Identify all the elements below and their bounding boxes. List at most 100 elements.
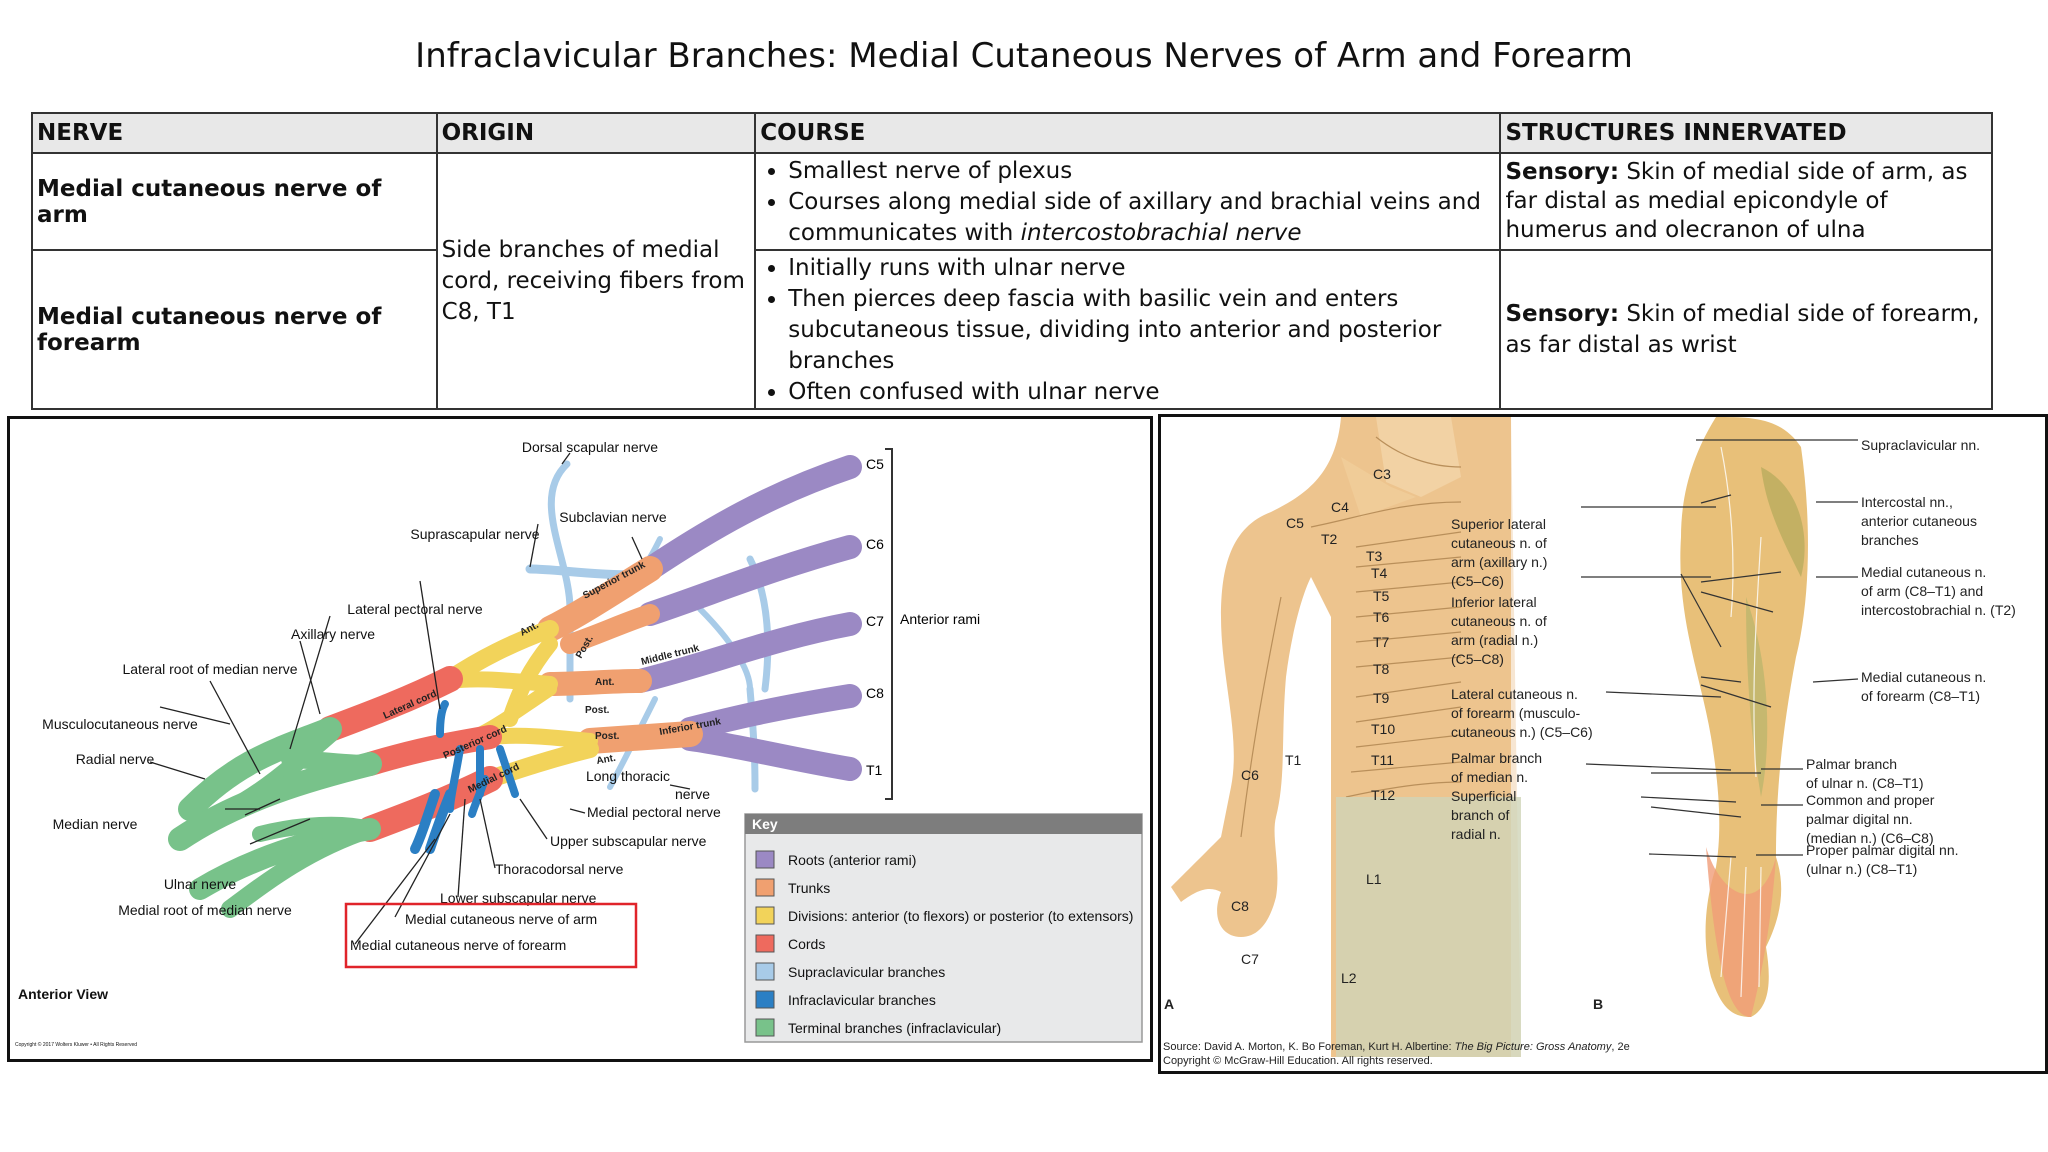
ant-division-2 <box>442 671 558 692</box>
panel-label-a: A <box>1164 996 1174 1012</box>
plexus-diagram: C5 C6 C7 C8 T1 Anterior rami Superior tr… <box>15 439 1143 1048</box>
dermatome-diagram: C3 C4 C5 T2 T3 T4 T5 T6 T7 T8 T9 T10 T11… <box>1163 417 2016 1067</box>
segment-c8: C8 <box>1231 898 1249 914</box>
segment-t8: T8 <box>1373 661 1390 677</box>
key-item: Roots (anterior rami) <box>788 852 916 868</box>
segment-c6: C6 <box>1241 767 1259 783</box>
innervated-text: Skin of medial side of forearm, as far d… <box>1505 300 1980 358</box>
root-label-c7: C7 <box>866 613 884 629</box>
segment-c7: C7 <box>1241 951 1259 967</box>
list-item: Initially runs with ulnar nerve <box>788 253 1495 284</box>
key-item: Divisions: anterior (to flexors) or post… <box>788 908 1133 924</box>
segment-t6: T6 <box>1373 609 1390 625</box>
superior-trunk <box>537 556 663 642</box>
sensory-label: Sensory: <box>1505 159 1620 185</box>
header-nerve: NERVE <box>31 112 438 154</box>
rami-bracket <box>885 448 893 800</box>
highlight-box <box>344 902 638 969</box>
key-item: Terminal branches (infraclavicular) <box>788 1020 1001 1036</box>
root-c6 <box>638 535 862 626</box>
key-item: Cords <box>788 936 825 952</box>
course-cell-forearm: Initially runs with ulnar nerve Then pie… <box>754 249 1502 410</box>
segment-t5: T5 <box>1373 588 1390 604</box>
list-item: Smallest nerve of plexus <box>788 156 1495 187</box>
key-item: Infraclavicular branches <box>788 992 936 1008</box>
root-label-c5: C5 <box>866 456 884 472</box>
lateral-root-median-label: Lateral root of median nerve <box>122 661 297 677</box>
segment-t9: T9 <box>1373 690 1390 706</box>
dermatome-figure: C3 C4 C5 T2 T3 T4 T5 T6 T7 T8 T9 T10 T11… <box>1158 414 2048 1074</box>
long-thoracic-label-2: nerve <box>675 786 710 802</box>
innervated-text: Skin of medial side of arm, as far dista… <box>1505 159 1968 243</box>
root-label-t1: T1 <box>866 762 883 778</box>
segment-t1: T1 <box>1285 752 1302 768</box>
label-supraclavicular: Supraclavicular nn. <box>1861 437 1980 453</box>
dermatome-lines <box>1240 436 1462 838</box>
median-label: Median nerve <box>53 816 138 832</box>
superior-trunk-join <box>560 604 660 654</box>
header-course: COURSE <box>754 112 1502 154</box>
segment-t11: T11 <box>1371 752 1394 768</box>
root-c7 <box>628 612 862 693</box>
table-row: Medial cutaneous nerve of arm Side branc… <box>31 152 1993 410</box>
root-label-c6: C6 <box>866 536 884 552</box>
dorsal-scapular-nerve-path <box>547 460 574 703</box>
musculocutaneous-path <box>178 717 342 821</box>
thoracodorsal-label: Thoracodorsal nerve <box>495 861 624 877</box>
posterior-cord <box>358 725 502 776</box>
innervated-cell-arm: Sensory: Skin of medial side of arm, as … <box>1499 152 1993 251</box>
med-cut-arm-path <box>425 789 455 854</box>
label-lateral-cut-forearm: Lateral cutaneous n.of forearm (musculo-… <box>1451 686 1593 740</box>
origin-cell: Side branches of medial cord, receiving … <box>435 152 757 410</box>
nerve-table: NERVE ORIGIN COURSE STRUCTURES INNERVATE… <box>31 112 1993 410</box>
axillary-path <box>281 750 379 773</box>
header-origin: ORIGIN <box>435 112 757 154</box>
arm-outline-b <box>1680 417 1808 1017</box>
middle-trunk <box>538 669 652 696</box>
inferior-trunk <box>577 721 703 754</box>
anterior-rami-label: Anterior rami <box>900 611 980 627</box>
intercostobrachial-text: intercostobrachial nerve <box>1020 220 1302 246</box>
sensory-label: Sensory: <box>1505 300 1620 327</box>
segment-label: Ant. <box>596 753 617 767</box>
root-c5 <box>638 455 862 581</box>
segment-t10: T10 <box>1371 721 1395 737</box>
med-cut-forearm-path <box>410 789 440 854</box>
segment-l1: L1 <box>1366 871 1382 887</box>
lateral-pectoral-path <box>436 700 449 738</box>
musculocutaneous-label: Musculocutaneous nerve <box>42 716 198 732</box>
segment-t7: T7 <box>1373 634 1390 650</box>
root-label-c8: C8 <box>866 685 884 701</box>
list-item: Often confused with ulnar nerve <box>788 377 1495 408</box>
label-proper-digital: Proper palmar digital nn.(ulnar n.) (C8–… <box>1806 842 1959 877</box>
header-structures: STRUCTURES INNERVATED <box>1499 112 1993 154</box>
medial-root-median-path <box>252 816 378 842</box>
post-division-3 <box>482 727 598 749</box>
lateral-cord <box>317 666 463 742</box>
key-title: Key <box>752 816 778 832</box>
lower-subscapular-label: Lower subscapular nerve <box>440 890 597 906</box>
subclavian-label: Subclavian nerve <box>559 509 667 525</box>
suprascapular-label: Suprascapular nerve <box>410 526 539 542</box>
label-med-cut-forearm: Medial cutaneous n.of forearm (C8–T1) <box>1861 669 1986 704</box>
radial-label: Radial nerve <box>76 751 155 767</box>
dorsal-scapular-label: Dorsal scapular nerve <box>522 439 658 455</box>
segment-label: Post. <box>595 731 620 742</box>
segment-l2: L2 <box>1341 970 1357 986</box>
root-t1 <box>678 727 862 781</box>
key-item: Supraclavicular branches <box>788 964 945 980</box>
list-item: Then pierces deep fascia with basilic ve… <box>788 284 1495 377</box>
list-item: Courses along medial side of axillary an… <box>788 187 1495 249</box>
med-cut-forearm-label: Medial cutaneous nerve of forearm <box>350 937 566 953</box>
segment-label: Post. <box>585 705 610 716</box>
segment-t3: T3 <box>1366 548 1383 564</box>
long-thoracic-label-1: Long thoracic <box>586 768 670 784</box>
medial-root-median-label: Medial root of median nerve <box>118 902 292 918</box>
panel-label-b: B <box>1593 996 1603 1012</box>
